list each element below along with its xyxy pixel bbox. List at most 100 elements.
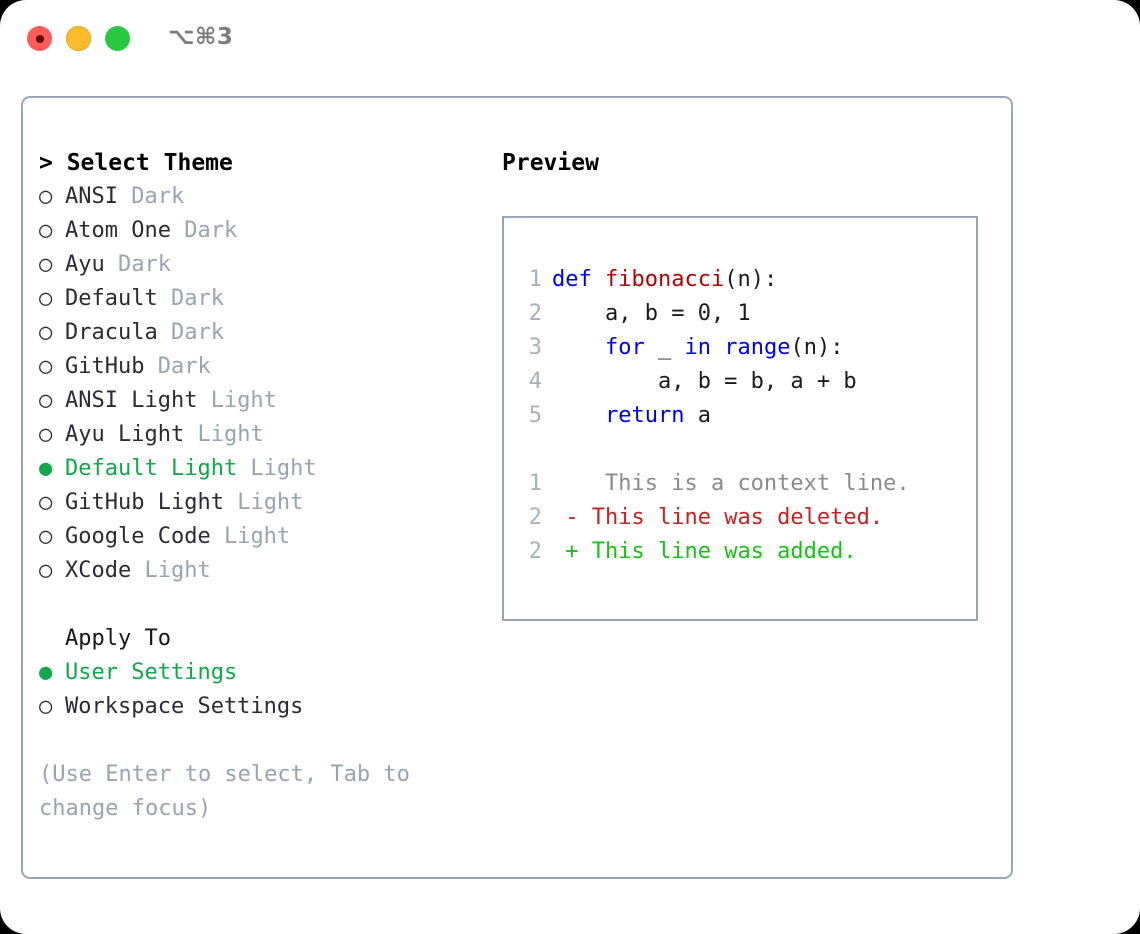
theme-option-label: Default Light xyxy=(65,456,238,481)
theme-option-label: GitHub Light xyxy=(65,490,224,515)
radio-unselected-icon: ○ xyxy=(39,286,53,311)
theme-option-label: Atom One xyxy=(65,218,171,243)
theme-option-tag: Dark xyxy=(157,286,224,311)
theme-option[interactable]: ● Default Light Light xyxy=(39,452,469,486)
radio-unselected-icon: ○ xyxy=(39,524,53,549)
theme-option[interactable]: ○ Dracula Dark xyxy=(39,316,469,350)
theme-option[interactable]: ○ GitHub Dark xyxy=(39,350,469,384)
line-number: 5 xyxy=(528,403,542,428)
keyboard-hint: (Use Enter to select, Tab to change focu… xyxy=(39,762,410,821)
apply-to-title: Apply To xyxy=(65,626,171,651)
theme-option-tag: Light xyxy=(210,524,291,549)
theme-option-tag: Dark xyxy=(144,354,211,379)
theme-option-tag: Light xyxy=(237,456,317,481)
theme-option-label: ANSI Light xyxy=(65,388,198,413)
theme-list[interactable]: ○ANSI Dark○Atom One Dark○Ayu Dark○Defaul… xyxy=(39,180,469,588)
theme-option-tag: Light xyxy=(184,422,264,447)
apply-to-option-label: User Settings xyxy=(65,660,238,685)
apply-to-list[interactable]: ● User Settings ○Workspace Settings xyxy=(39,656,469,724)
code-token: for xyxy=(552,335,658,360)
diff-text: This line was added. xyxy=(578,539,857,564)
radio-unselected-icon: ○ xyxy=(39,558,53,583)
select-theme-header: > Select Theme xyxy=(39,150,233,176)
code-token: a, b = b, a + b xyxy=(552,369,857,394)
diff-line: 1 This is a context line. xyxy=(520,467,970,501)
code-line: 4 a, b = b, a + b xyxy=(520,365,970,399)
radio-unselected-icon: ○ xyxy=(39,184,53,209)
theme-option-label: GitHub xyxy=(65,354,145,379)
theme-option-label: XCode xyxy=(65,558,132,583)
radio-unselected-icon: ○ xyxy=(39,354,53,379)
keyboard-shortcut-label: ⌥⌘3 xyxy=(168,24,234,50)
radio-selected-icon: ● xyxy=(39,456,53,481)
theme-option[interactable]: ○ ANSI Light Light xyxy=(39,384,469,418)
line-number: 2 xyxy=(528,539,542,564)
theme-option[interactable]: ○ XCode Light xyxy=(39,554,469,588)
radio-selected-icon: ● xyxy=(39,660,53,685)
title-bar: ⌥⌘3 xyxy=(0,0,1140,78)
theme-option[interactable]: ○ Atom One Dark xyxy=(39,214,469,248)
radio-unselected-icon: ○ xyxy=(39,422,53,447)
main-panel: > Select Theme ○ANSI Dark○Atom One Dark○… xyxy=(21,96,1013,879)
radio-unselected-icon: ○ xyxy=(39,694,53,719)
theme-option-tag: Dark xyxy=(157,320,224,345)
theme-option[interactable]: ○Ayu Dark xyxy=(39,248,469,282)
theme-option[interactable]: ○Default Dark xyxy=(39,282,469,316)
code-line: 3 for _ in range(n): xyxy=(520,331,970,365)
theme-option[interactable]: ○ ANSI Dark xyxy=(39,180,469,214)
close-window-icon[interactable] xyxy=(27,26,52,51)
diff-sign xyxy=(552,471,579,496)
code-line: 2 a, b = 0, 1 xyxy=(520,297,970,331)
theme-option-tag: Dark xyxy=(104,252,171,277)
theme-option-tag: Dark xyxy=(117,184,185,209)
minimize-window-icon[interactable] xyxy=(66,26,91,51)
line-number: 4 xyxy=(528,369,542,394)
code-token: (n): xyxy=(790,335,844,360)
code-token: a, b = 0, 1 xyxy=(552,301,751,326)
radio-unselected-icon: ○ xyxy=(39,320,53,345)
code-line: 1 def fibonacci(n): xyxy=(520,263,970,297)
code-token: fibonacci xyxy=(604,267,725,292)
theme-option-tag: Dark xyxy=(170,218,238,243)
apply-to-option[interactable]: ● User Settings xyxy=(39,656,469,690)
diff-text: This line was deleted. xyxy=(578,505,884,530)
code-token: _ xyxy=(657,335,685,360)
code-token: (n): xyxy=(724,267,778,292)
code-token: in xyxy=(684,335,725,360)
line-number: 2 xyxy=(528,301,542,326)
section-spacer xyxy=(39,588,469,622)
theme-option-label: ANSI xyxy=(65,184,118,209)
theme-option-label: Dracula xyxy=(65,320,158,345)
preview-title: Preview xyxy=(502,150,599,176)
line-number: 3 xyxy=(528,335,542,360)
theme-option-tag: Light xyxy=(131,558,211,583)
diff-sample: 1 This is a context line. 2 - This line w… xyxy=(520,467,970,569)
theme-option-label: Ayu xyxy=(65,252,105,277)
line-number: 1 xyxy=(528,267,542,292)
traffic-lights xyxy=(27,26,130,51)
code-token: def xyxy=(552,267,605,292)
theme-option-tag: Light xyxy=(223,490,304,515)
theme-option-label: Ayu Light xyxy=(65,422,185,447)
diff-sign: + xyxy=(552,539,579,564)
theme-option-tag: Light xyxy=(197,388,277,413)
apply-to-option[interactable]: ○Workspace Settings xyxy=(39,690,469,724)
theme-option[interactable]: ○ GitHub Light Light xyxy=(39,486,469,520)
theme-option[interactable]: ○ Ayu Light Light xyxy=(39,418,469,452)
theme-option[interactable]: ○ Google Code Light xyxy=(39,520,469,554)
diff-text: This is a context line. xyxy=(578,471,910,496)
line-number: 2 xyxy=(528,505,542,530)
maximize-window-icon[interactable] xyxy=(105,26,130,51)
line-number: 1 xyxy=(528,471,542,496)
radio-unselected-icon: ○ xyxy=(39,388,53,413)
code-line: 5 return a xyxy=(520,399,970,433)
radio-unselected-icon: ○ xyxy=(39,490,53,515)
radio-unselected-icon: ○ xyxy=(39,218,53,243)
code-token: a xyxy=(697,403,711,428)
theme-option-label: Google Code xyxy=(65,524,211,549)
diff-sign: - xyxy=(552,505,579,530)
theme-picker-column: > Select Theme ○ANSI Dark○Atom One Dark○… xyxy=(39,146,469,826)
